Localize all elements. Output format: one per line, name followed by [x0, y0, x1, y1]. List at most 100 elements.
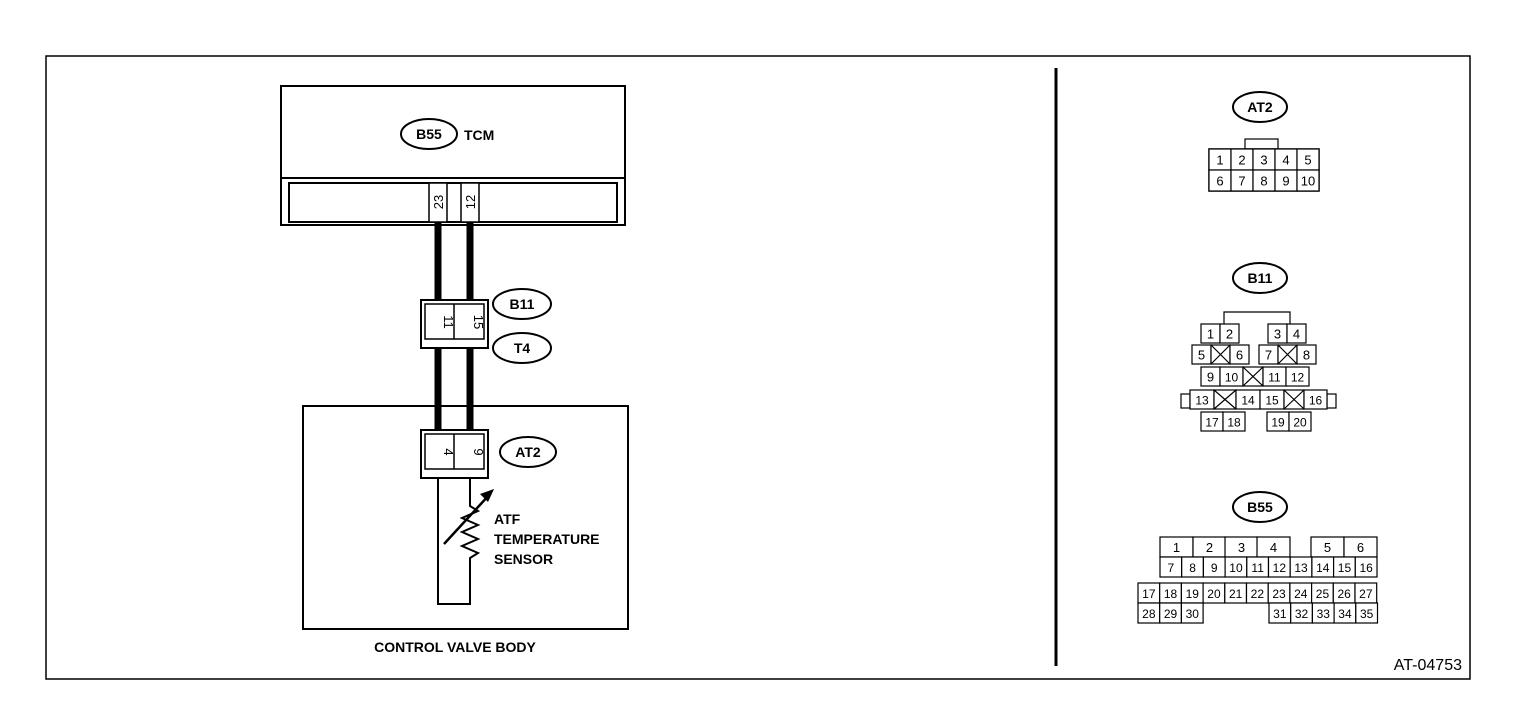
variable-arrow-head-icon — [480, 489, 494, 502]
connector-pin-label: 16 — [1359, 561, 1373, 575]
connector-pin-label: 15 — [1338, 561, 1352, 575]
tcm-label: TCM — [464, 127, 494, 143]
connector-pin-label: 3 — [1260, 153, 1267, 168]
connector-pin-label: 10 — [1229, 561, 1243, 575]
connector-pin-label: 24 — [1294, 587, 1308, 601]
connector-pin-label: 10 — [1225, 371, 1239, 385]
connector-pin-label: 28 — [1142, 607, 1156, 621]
tcm-connector-strip — [288, 182, 618, 223]
connector-pin-label: 34 — [1338, 607, 1352, 621]
joint-connector-oval-b11 — [492, 288, 552, 320]
joint-connector-oval-t4 — [492, 332, 552, 364]
connector-pin-label: 23 — [1272, 587, 1286, 601]
connector-pin-label: 18 — [1164, 587, 1178, 601]
connector-pin-label: 13 — [1195, 394, 1209, 408]
connector-pin-label: 4 — [1293, 327, 1300, 342]
connector-pin-label: 15 — [1265, 394, 1279, 408]
connector-pin-label: 10 — [1301, 174, 1315, 189]
connector-pin-label: 8 — [1189, 561, 1196, 575]
sensor-label-line-1: ATF — [494, 511, 521, 527]
b11-view-latch — [1223, 311, 1291, 324]
b11-view-side-tab — [1326, 393, 1337, 409]
b11-view-side-tab — [1180, 393, 1191, 409]
tcm-unit: B55 TCM 23 12 — [280, 85, 626, 226]
connector-pin-label: 30 — [1186, 607, 1200, 621]
connector-pin-label: 12 — [1273, 561, 1287, 575]
connector-pin-label: 21 — [1229, 587, 1243, 601]
b55-view-oval — [1232, 491, 1288, 523]
blank-cross-icon — [1242, 366, 1264, 387]
connector-pin-cell — [1219, 323, 1240, 344]
blank-cross-icon — [1277, 344, 1298, 365]
at2-view-oval — [1232, 91, 1288, 123]
connector-pin-cell — [1296, 169, 1320, 192]
figure-code: AT-04753 — [1394, 657, 1462, 674]
connector-pin-label: 3 — [1274, 327, 1281, 342]
connector-pin-label: 1 — [1216, 153, 1223, 168]
connector-pin-label: 7 — [1238, 174, 1245, 189]
sensor-label-line-2: TEMPERATURE — [494, 531, 600, 547]
connector-pin-label: 2 — [1238, 153, 1245, 168]
connector-pin-label: 1 — [1207, 327, 1214, 342]
connector-pin-cell — [1303, 389, 1328, 410]
connector-pin-label: 19 — [1186, 587, 1200, 601]
connector-pin-cell — [1286, 323, 1307, 344]
connector-pin-cell — [1180, 602, 1204, 624]
tcm-pin-12: 12 — [463, 195, 478, 209]
connector-pin-label: 11 — [1251, 561, 1264, 575]
joint-connector: 11 15 B11 T4 — [420, 288, 552, 364]
at2-plug-label: AT2 — [515, 444, 541, 460]
connector-pin-label: 6 — [1216, 174, 1223, 189]
connector-pin-cell — [1355, 602, 1379, 624]
connector-pin-label: 5 — [1304, 153, 1311, 168]
b55-view-label: B55 — [1247, 499, 1273, 515]
connector-pin-label: 9 — [1282, 174, 1289, 189]
connector-pin-label: 11 — [1268, 371, 1281, 385]
connector-pin-label: 22 — [1251, 587, 1265, 601]
joint-connector-label-b11: B11 — [510, 296, 535, 312]
blank-cross-icon — [1213, 389, 1237, 410]
connector-pin-label: 29 — [1164, 607, 1178, 621]
connector-pin-cell — [1229, 344, 1250, 365]
connector-pin-label: 18 — [1227, 416, 1241, 430]
connector-pin-label: 12 — [1291, 371, 1305, 385]
connector-pin-label: 2 — [1206, 540, 1213, 555]
blank-cross-icon — [1283, 389, 1305, 410]
connector-pin-label: 33 — [1317, 607, 1331, 621]
tcm-connector-oval — [400, 118, 458, 150]
at2-plug-pin-9: 9 — [471, 448, 486, 455]
connector-pin-label: 17 — [1205, 416, 1219, 430]
connector-pin-label: 32 — [1295, 607, 1309, 621]
connector-pin-label: 6 — [1357, 540, 1364, 555]
diagram-frame — [45, 55, 1471, 680]
connector-pin-label: 25 — [1316, 587, 1330, 601]
connector-pin-label: 1 — [1173, 540, 1180, 555]
connector-pin-label: 19 — [1271, 416, 1285, 430]
at2-plug-pin-4: 4 — [441, 448, 456, 455]
connector-pin-label: 5 — [1324, 540, 1331, 555]
connector-pin-label: 5 — [1198, 348, 1205, 363]
connector-pin-cell — [1222, 411, 1246, 432]
connector-pin-label: 6 — [1236, 348, 1243, 363]
sensor-label-line-3: SENSOR — [494, 551, 553, 567]
variable-arrow-icon — [443, 493, 491, 545]
connector-pin-label: 20 — [1293, 416, 1307, 430]
connector-pin-label: 7 — [1168, 561, 1175, 575]
b11-view-label: B11 — [1248, 270, 1273, 286]
connector-pin-label: 31 — [1273, 607, 1287, 621]
tcm-pin-23: 23 — [431, 195, 446, 209]
control-valve-body: CONTROL VALVE BODY 4 9 AT2 ATF TEMPERATU… — [302, 405, 629, 655]
connector-pin-label: 4 — [1270, 540, 1277, 555]
connector-pin-label: 8 — [1303, 348, 1310, 363]
connector-pin-label: 13 — [1294, 561, 1308, 575]
connector-pin-label: 14 — [1316, 561, 1330, 575]
joint-connector-label-t4: T4 — [514, 340, 531, 356]
connector-pin-label: 27 — [1359, 587, 1373, 601]
connector-pin-label: 9 — [1207, 370, 1214, 385]
connector-pin-label: 16 — [1309, 394, 1323, 408]
joint-pin-11: 11 — [441, 315, 456, 329]
